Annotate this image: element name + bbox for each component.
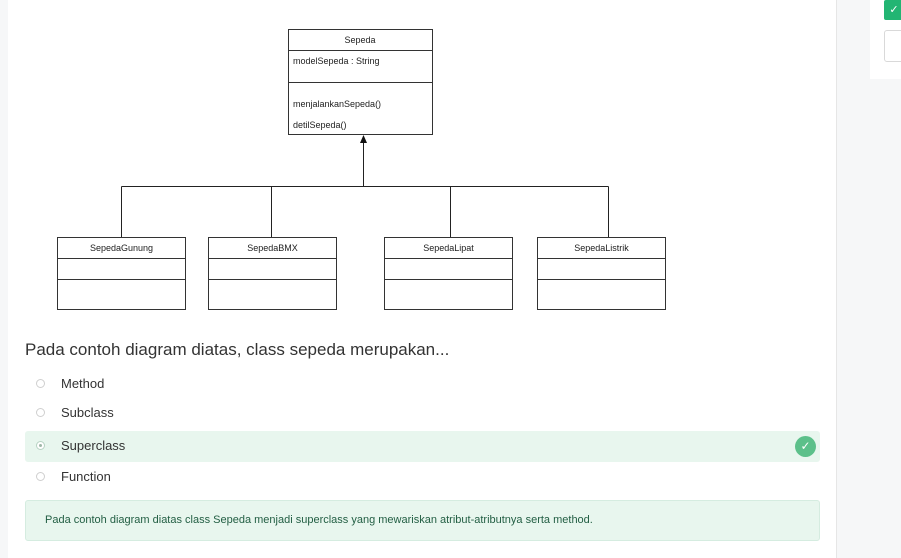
uml-method: menjalankanSepeda() bbox=[293, 99, 381, 109]
answer-option-subclass[interactable]: Subclass bbox=[25, 398, 820, 429]
uml-class-name: Sepeda bbox=[344, 35, 375, 45]
uml-class-sepeda: Sepeda modelSepeda : String menjalankanS… bbox=[288, 29, 433, 135]
answer-option-label: Function bbox=[61, 469, 111, 484]
question-nav-item[interactable] bbox=[884, 30, 901, 62]
uml-class-sepedagunung: SepedaGunung bbox=[57, 237, 186, 310]
radio-button[interactable] bbox=[36, 472, 45, 481]
uml-class-diagram: Sepeda modelSepeda : String menjalankanS… bbox=[57, 29, 666, 310]
answer-option-label: Method bbox=[61, 376, 105, 391]
uml-inheritance-lines bbox=[121, 141, 609, 237]
answer-option-superclass[interactable]: Superclass ✓ bbox=[25, 431, 820, 462]
answer-option-label: Subclass bbox=[61, 405, 114, 420]
answer-feedback: Pada contoh diagram diatas class Sepeda … bbox=[25, 500, 820, 541]
question-nav-answered-check-icon[interactable]: ✓ bbox=[884, 0, 901, 20]
uml-class-name: SepedaBMX bbox=[247, 243, 298, 253]
uml-class-name: SepedaLipat bbox=[423, 243, 474, 253]
radio-button-selected[interactable] bbox=[36, 441, 45, 450]
answer-option-function[interactable]: Function bbox=[25, 462, 820, 493]
answer-option-label: Superclass bbox=[61, 438, 126, 453]
question-text: Pada contoh diagram diatas, class sepeda… bbox=[25, 340, 450, 359]
uml-class-name: SepedaListrik bbox=[574, 243, 629, 253]
feedback-text: Pada contoh diagram diatas class Sepeda … bbox=[45, 514, 593, 526]
correct-check-icon: ✓ bbox=[795, 436, 816, 457]
uml-method: detilSepeda() bbox=[293, 120, 347, 130]
radio-button[interactable] bbox=[36, 379, 45, 388]
inheritance-arrowhead bbox=[360, 135, 367, 143]
uml-attribute: modelSepeda : String bbox=[293, 56, 380, 66]
uml-class-sepedabmx: SepedaBMX bbox=[208, 237, 337, 310]
answer-option-method[interactable]: Method bbox=[25, 369, 820, 400]
uml-class-name: SepedaGunung bbox=[90, 243, 153, 253]
uml-class-sepedalipat: SepedaLipat bbox=[384, 237, 513, 310]
uml-class-sepedalistrik: SepedaListrik bbox=[537, 237, 666, 310]
radio-button[interactable] bbox=[36, 408, 45, 417]
